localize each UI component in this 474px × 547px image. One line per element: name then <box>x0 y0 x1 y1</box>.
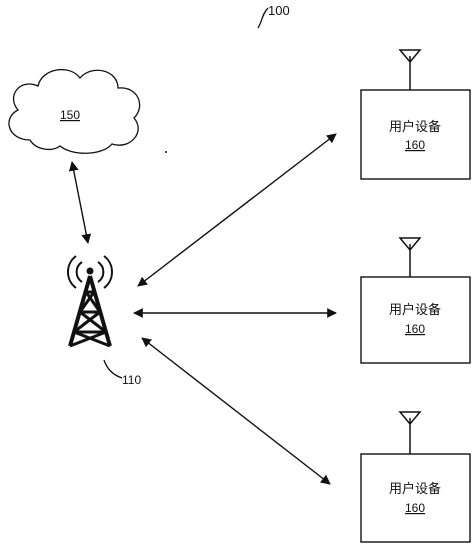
device-ref-label: 160 <box>405 501 425 515</box>
user-device-3: 用户设备 160 <box>360 411 471 543</box>
antenna-icon <box>398 237 422 277</box>
arrow-cloud-tower <box>68 161 92 244</box>
arrow-tower-device-3 <box>141 337 331 485</box>
base-station-ref-label: 110 <box>122 373 141 387</box>
base-station: 110 <box>67 255 141 387</box>
arrow-tower-device-1 <box>137 133 337 287</box>
cloud-icon <box>8 68 141 154</box>
cloud-ref-label: 150 <box>60 108 80 122</box>
device-title: 用户设备 <box>389 119 441 134</box>
device-title: 用户设备 <box>389 481 441 496</box>
cloud-network: 150 <box>8 68 141 154</box>
figure-reference: 100 <box>257 3 290 29</box>
base-station-leader <box>103 359 123 379</box>
figure-ref-label: 100 <box>268 3 290 18</box>
antenna-icon <box>398 411 422 454</box>
device-box <box>360 89 471 180</box>
device-ref-label: 160 <box>405 138 425 152</box>
device-box <box>360 276 471 364</box>
stray-dot <box>165 151 167 153</box>
device-ref-label: 160 <box>405 322 425 336</box>
user-device-1: 用户设备 160 <box>360 49 471 180</box>
user-device-2: 用户设备 160 <box>360 237 471 364</box>
device-title: 用户设备 <box>389 302 441 317</box>
antenna-icon <box>398 49 422 90</box>
device-box <box>360 453 471 543</box>
tower-icon <box>67 255 113 348</box>
